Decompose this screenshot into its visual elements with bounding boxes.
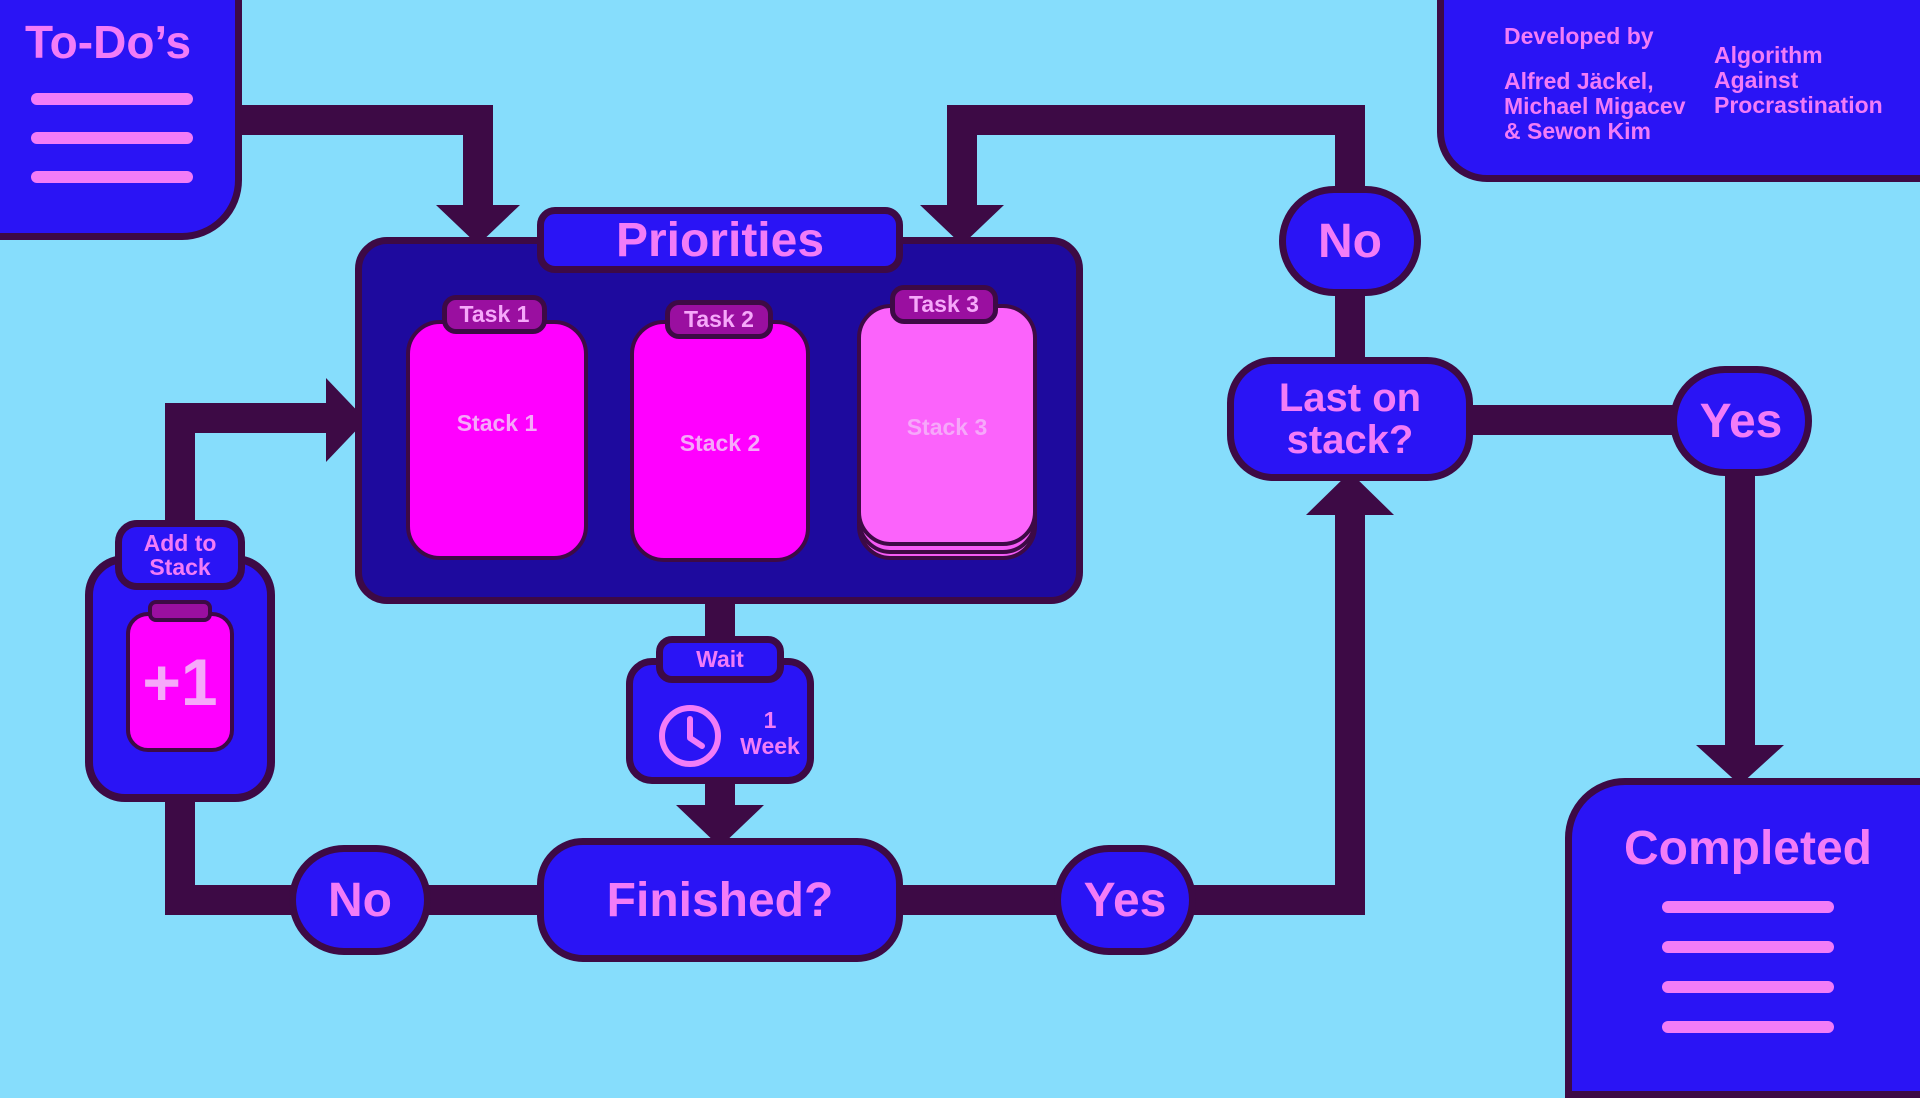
stack-3[interactable]: Stack 3 <box>857 304 1037 546</box>
task-2-tab[interactable]: Task 2 <box>665 300 773 339</box>
todos-line-1 <box>31 93 193 105</box>
connector-add-to-no <box>165 795 300 915</box>
completed-card: Completed <box>1565 778 1920 1098</box>
add-to-stack-label: Add to Stack <box>115 520 245 590</box>
add-to-stack-label-line: Stack <box>149 554 211 580</box>
finished-decision[interactable]: Finished? <box>537 838 903 962</box>
no-top-pill[interactable]: No <box>1279 186 1421 296</box>
connector-yes-to-last <box>1190 505 1365 915</box>
stack-1[interactable]: Stack 1 <box>406 320 588 560</box>
completed-title: Completed <box>1623 822 1872 875</box>
plus-one-text: +1 <box>142 645 218 719</box>
author-line: & Sewon Kim <box>1504 118 1651 144</box>
connector-add-to-priorities <box>165 403 332 525</box>
project-title: Algorithm Against Procrastination <box>1714 43 1883 118</box>
arrowhead-right-priorities <box>326 378 366 462</box>
wait-duration: 1 Week <box>737 707 803 759</box>
task-1-tab[interactable]: Task 1 <box>442 295 547 334</box>
connector-todos-to-priorities <box>230 105 493 210</box>
completed-line-4 <box>1662 1021 1834 1033</box>
add-to-stack-label-line: Add to <box>143 530 217 556</box>
stack-2-label: Stack 2 <box>679 430 761 456</box>
priorities-title: Priorities <box>537 207 903 273</box>
yes-right-pill[interactable]: Yes <box>1670 366 1812 476</box>
project-title-line: Procrastination <box>1714 92 1883 118</box>
arrowhead-down-completed <box>1696 745 1784 785</box>
wait-label: Wait <box>656 636 784 683</box>
no-left-pill[interactable]: No <box>289 845 431 955</box>
arrowhead-down-finished <box>676 805 764 847</box>
last-on-stack-line: stack? <box>1286 418 1414 462</box>
yes-bottom-pill[interactable]: Yes <box>1054 845 1196 955</box>
arrowhead-down-priorities-right <box>920 205 1004 245</box>
project-title-line: Algorithm <box>1714 42 1823 68</box>
completed-line-2 <box>1662 941 1834 953</box>
connector-no-top-to-priorities <box>947 105 1365 210</box>
completed-line-3 <box>1662 981 1834 993</box>
task-3-tab[interactable]: Task 3 <box>890 285 998 324</box>
wait-unit: Week <box>740 733 800 759</box>
project-title-line: Against <box>1714 67 1799 93</box>
arrowhead-up-last <box>1306 472 1394 515</box>
author-lines: Alfred Jäckel, Michael Migacev & Sewon K… <box>1504 69 1686 144</box>
plus-one-badge[interactable]: +1 <box>126 612 234 752</box>
todos-line-3 <box>31 171 193 183</box>
author-line: Alfred Jäckel, <box>1504 68 1654 94</box>
developed-by-label: Developed by <box>1504 23 1654 49</box>
stack-3-label: Stack 3 <box>906 414 988 440</box>
credits-card: Developed by Alfred Jäckel, Michael Miga… <box>1437 0 1920 182</box>
todos-line-2 <box>31 132 193 144</box>
last-on-stack-decision[interactable]: Last on stack? <box>1227 357 1473 481</box>
completed-line-1 <box>1662 901 1834 913</box>
stack-2[interactable]: Stack 2 <box>630 320 810 562</box>
arrowhead-down-priorities-left <box>436 205 520 245</box>
clock-icon <box>659 705 721 767</box>
last-on-stack-line: Last on <box>1278 376 1422 420</box>
wait-amount: 1 <box>763 707 777 733</box>
todos-title: To-Do’s <box>25 16 192 68</box>
stack-1-label: Stack 1 <box>456 410 538 436</box>
plus-one-tab <box>148 600 212 622</box>
author-line: Michael Migacev <box>1504 93 1686 119</box>
todos-card: To-Do’s <box>0 0 242 240</box>
